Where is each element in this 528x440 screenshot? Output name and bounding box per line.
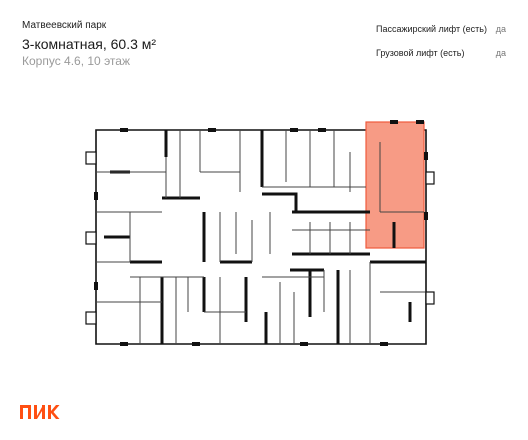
building-floor: Корпус 4.6, 10 этаж <box>22 54 130 68</box>
pik-logo <box>20 405 60 419</box>
feature-passenger-lift: Пассажирский лифт (есть) да <box>376 24 506 34</box>
feature-freight-lift: Грузовой лифт (есть) да <box>376 48 506 58</box>
feature-label: Грузовой лифт (есть) <box>376 48 465 58</box>
feature-label: Пассажирский лифт (есть) <box>376 24 487 34</box>
feature-value: да <box>495 48 506 58</box>
apartment-title: 3-комнатная, 60.3 м² <box>22 36 157 52</box>
floor-plan <box>85 120 435 346</box>
project-name: Матвеевский парк <box>22 20 107 31</box>
feature-value: да <box>495 24 506 34</box>
